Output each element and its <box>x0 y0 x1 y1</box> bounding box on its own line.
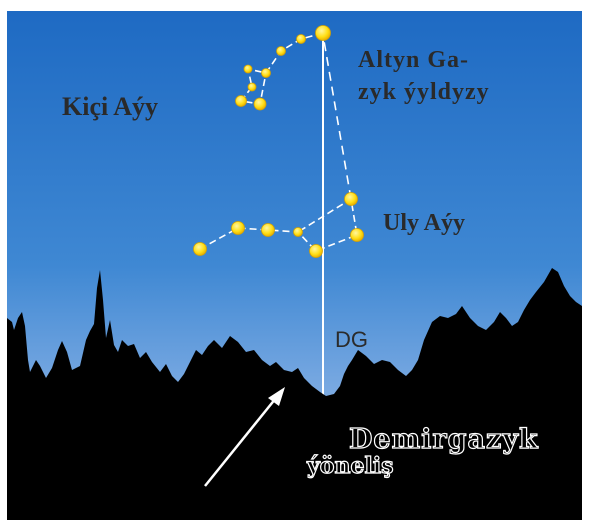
star <box>309 244 323 258</box>
star <box>293 227 303 237</box>
polaris-label-line2: zyk ýyldyzy <box>358 79 490 105</box>
star <box>261 68 271 78</box>
polaris-label-line1: Altyn Ga- <box>358 47 469 73</box>
north-direction-label-line1: Demirgazyk <box>348 423 539 455</box>
north-arrow-head <box>268 387 285 406</box>
north-arrow <box>204 397 277 487</box>
star <box>231 221 245 235</box>
pointer-line <box>322 34 352 200</box>
little-dipper-stars <box>235 25 331 111</box>
star <box>261 223 275 237</box>
big-dipper-stars <box>193 192 364 258</box>
star <box>253 97 267 111</box>
star <box>276 46 286 56</box>
star <box>243 64 253 74</box>
polaris-star <box>315 25 331 41</box>
north-direction-label-line2: ýöneliş <box>306 452 394 479</box>
star <box>193 242 207 256</box>
star <box>344 192 358 206</box>
tree-silhouette <box>7 268 582 520</box>
little-dipper-label: Kiçi Aýy <box>62 92 159 121</box>
star <box>235 95 247 107</box>
star <box>350 228 364 242</box>
north-point-label: DG <box>335 327 368 352</box>
big-dipper-label: Uly Aýy <box>383 210 466 236</box>
star <box>247 82 257 92</box>
star <box>296 34 306 44</box>
